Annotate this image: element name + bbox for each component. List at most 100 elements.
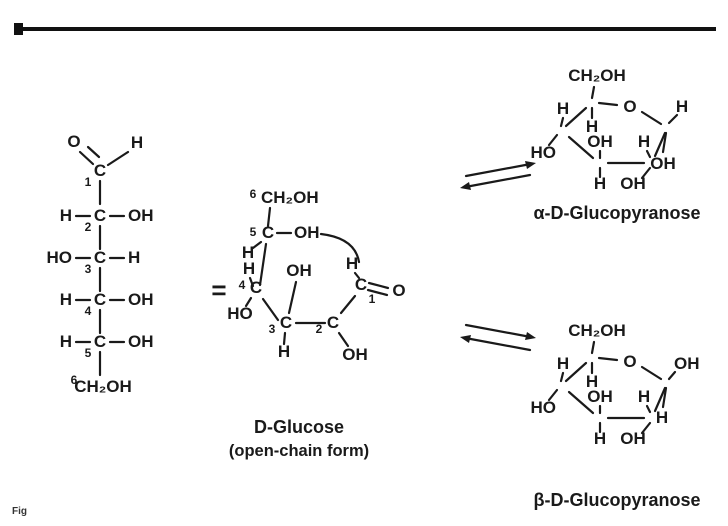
beta-c5-h: H	[586, 372, 598, 391]
beta-c3-oh: OH	[587, 387, 613, 406]
alpha-label: α-D-Glucopyranose	[533, 203, 700, 223]
fischer-c1-carbon: C	[94, 161, 106, 180]
bond	[559, 371, 565, 383]
bond	[645, 149, 652, 159]
beta-c2-oh: OH	[620, 429, 646, 448]
equilibrium-arrow-line	[464, 323, 530, 338]
fischer-c3-h: H	[128, 248, 140, 267]
fischer-c5-number: 5	[85, 346, 92, 360]
bond	[353, 271, 361, 280]
bent-c3-h: H	[278, 342, 290, 361]
bent-c5-number: 5	[250, 225, 257, 239]
equilibrium-arrow-line	[464, 163, 530, 178]
bent-c2-number: 2	[316, 322, 323, 336]
bent-c1-h: H	[346, 254, 358, 273]
bond	[547, 133, 559, 147]
beta-c4-h: H	[557, 354, 569, 373]
fischer-c3-ho: HO	[47, 248, 73, 267]
alpha-c5-h: H	[586, 117, 598, 136]
beta-c1-h: H	[656, 408, 668, 427]
bond	[244, 296, 253, 308]
beta-c4-ho: HO	[531, 398, 557, 417]
bond	[640, 421, 652, 435]
fischer-c1-number: 1	[85, 175, 92, 189]
alpha-c2-oh: OH	[620, 174, 646, 193]
bent-c2-oh: OH	[342, 345, 368, 364]
fischer-c2-number: 2	[85, 220, 92, 234]
double-bond-line	[86, 145, 101, 159]
equals-sign: =	[211, 275, 226, 305]
alpha-c1-h: H	[676, 97, 688, 116]
bent-c5-carbon: C	[262, 223, 274, 242]
ring-bond	[653, 386, 667, 413]
beta-ring-oxygen: O	[623, 352, 636, 371]
bent-c3-oh: OH	[286, 261, 312, 280]
bond	[337, 331, 350, 348]
fischer-c2-carbon: C	[94, 206, 106, 225]
figure-caption-stub: Fig	[12, 506, 27, 517]
bent-c2-carbon: C	[327, 313, 339, 332]
top-rule	[14, 27, 716, 31]
fischer-c2-oh: OH	[128, 206, 154, 225]
bent-c1-carbon: C	[355, 275, 367, 294]
ring-bond	[597, 101, 619, 107]
ring-bond	[567, 135, 595, 160]
arrowhead-icon	[460, 335, 471, 343]
alpha-c4-ho: HO	[531, 143, 557, 162]
fischer-c3-carbon: C	[94, 248, 106, 267]
fischer-c5-carbon: C	[94, 332, 106, 351]
bent-c5-h: H	[242, 243, 254, 262]
ring-bond	[564, 361, 588, 383]
bent-c4-number: 4	[239, 278, 246, 292]
open-chain-title: D-Glucose	[254, 417, 344, 437]
bond	[667, 370, 677, 381]
fischer-c5-oh: OH	[128, 332, 154, 351]
alpha-ch2oh: CH₂OH	[568, 66, 626, 85]
bent-c5-oh: OH	[294, 223, 320, 242]
fischer-c3-number: 3	[85, 262, 92, 276]
fischer-c4-carbon: C	[94, 290, 106, 309]
bond	[559, 116, 565, 128]
bond	[258, 242, 268, 287]
beta-label: β-D-Glucopyranose	[533, 490, 700, 510]
bond	[248, 276, 255, 288]
ring-bond	[567, 390, 595, 415]
ring-closure-curve	[319, 232, 361, 264]
ring-bond	[640, 365, 663, 381]
bond	[640, 166, 652, 180]
bond	[282, 331, 287, 346]
fischer-c6-group: CH₂OH	[74, 377, 132, 396]
ring-bond	[653, 131, 667, 158]
bent-c3-carbon: C	[280, 313, 292, 332]
alpha-c2-h: H	[638, 132, 650, 151]
bent-c6-group: CH₂OH	[261, 188, 319, 207]
bond	[667, 113, 679, 125]
bond	[590, 340, 596, 355]
alpha-c3-oh: OH	[587, 132, 613, 151]
bond	[266, 206, 272, 228]
equilibrium-arrows-top-icon	[460, 161, 536, 190]
fischer-c2-h: H	[60, 206, 72, 225]
fischer-c4-number: 4	[85, 304, 92, 318]
bond	[661, 131, 668, 154]
fischer-c5-h: H	[60, 332, 72, 351]
ring-bond	[564, 106, 588, 128]
bond	[339, 294, 357, 315]
double-bond-line	[367, 281, 390, 290]
double-bond-line	[78, 150, 95, 166]
bond	[547, 388, 559, 402]
alpha-c1-oh: OH	[650, 154, 676, 173]
bond	[261, 297, 280, 322]
double-bond-line	[366, 288, 389, 297]
alpha-glucopyranose: CH₂OH O H H HO OH H H OH H OH α-D-Glucop…	[531, 66, 701, 223]
fischer-c1-hydrogen: H	[131, 133, 143, 152]
ring-bond	[597, 356, 619, 362]
alpha-c4-h: H	[557, 99, 569, 118]
alpha-c3-h: H	[594, 174, 606, 193]
bent-c1-number: 1	[369, 292, 376, 306]
arrowhead-icon	[460, 182, 471, 190]
bond	[661, 386, 668, 409]
equilibrium-arrow-line	[466, 337, 532, 352]
equilibrium-arrows-bottom-icon	[460, 323, 536, 352]
